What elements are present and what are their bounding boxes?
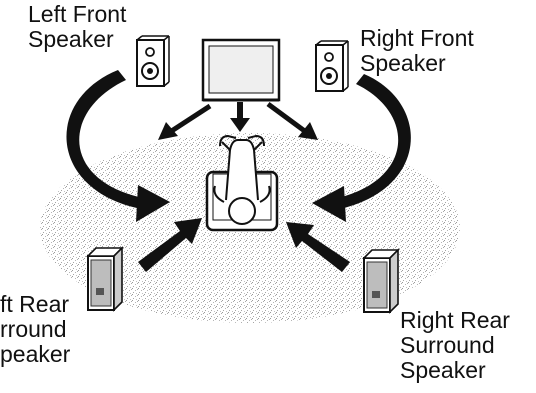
- tv-screen-icon: [201, 38, 281, 102]
- right-rear-sound-arrow: [286, 222, 350, 272]
- left-front-sound-arrow: [66, 70, 170, 222]
- right-front-speaker-icon: [315, 40, 349, 92]
- listener-icon: [205, 134, 279, 232]
- right-front-sound-arrow: [312, 74, 411, 222]
- right-rear-speaker-icon: [362, 248, 400, 314]
- screen-sound-arrows: [158, 101, 318, 140]
- left-front-speaker-icon: [136, 35, 170, 87]
- left-rear-speaker-icon: [86, 246, 124, 312]
- right-front-speaker-label: Right Front Speaker: [360, 25, 474, 76]
- right-rear-speaker-label: Right Rear Surround Speaker: [400, 307, 510, 383]
- left-rear-speaker-label: ft Rear rround peaker: [0, 291, 71, 367]
- left-rear-sound-arrow: [138, 218, 202, 272]
- left-front-speaker-label: Left Front Speaker: [28, 1, 127, 52]
